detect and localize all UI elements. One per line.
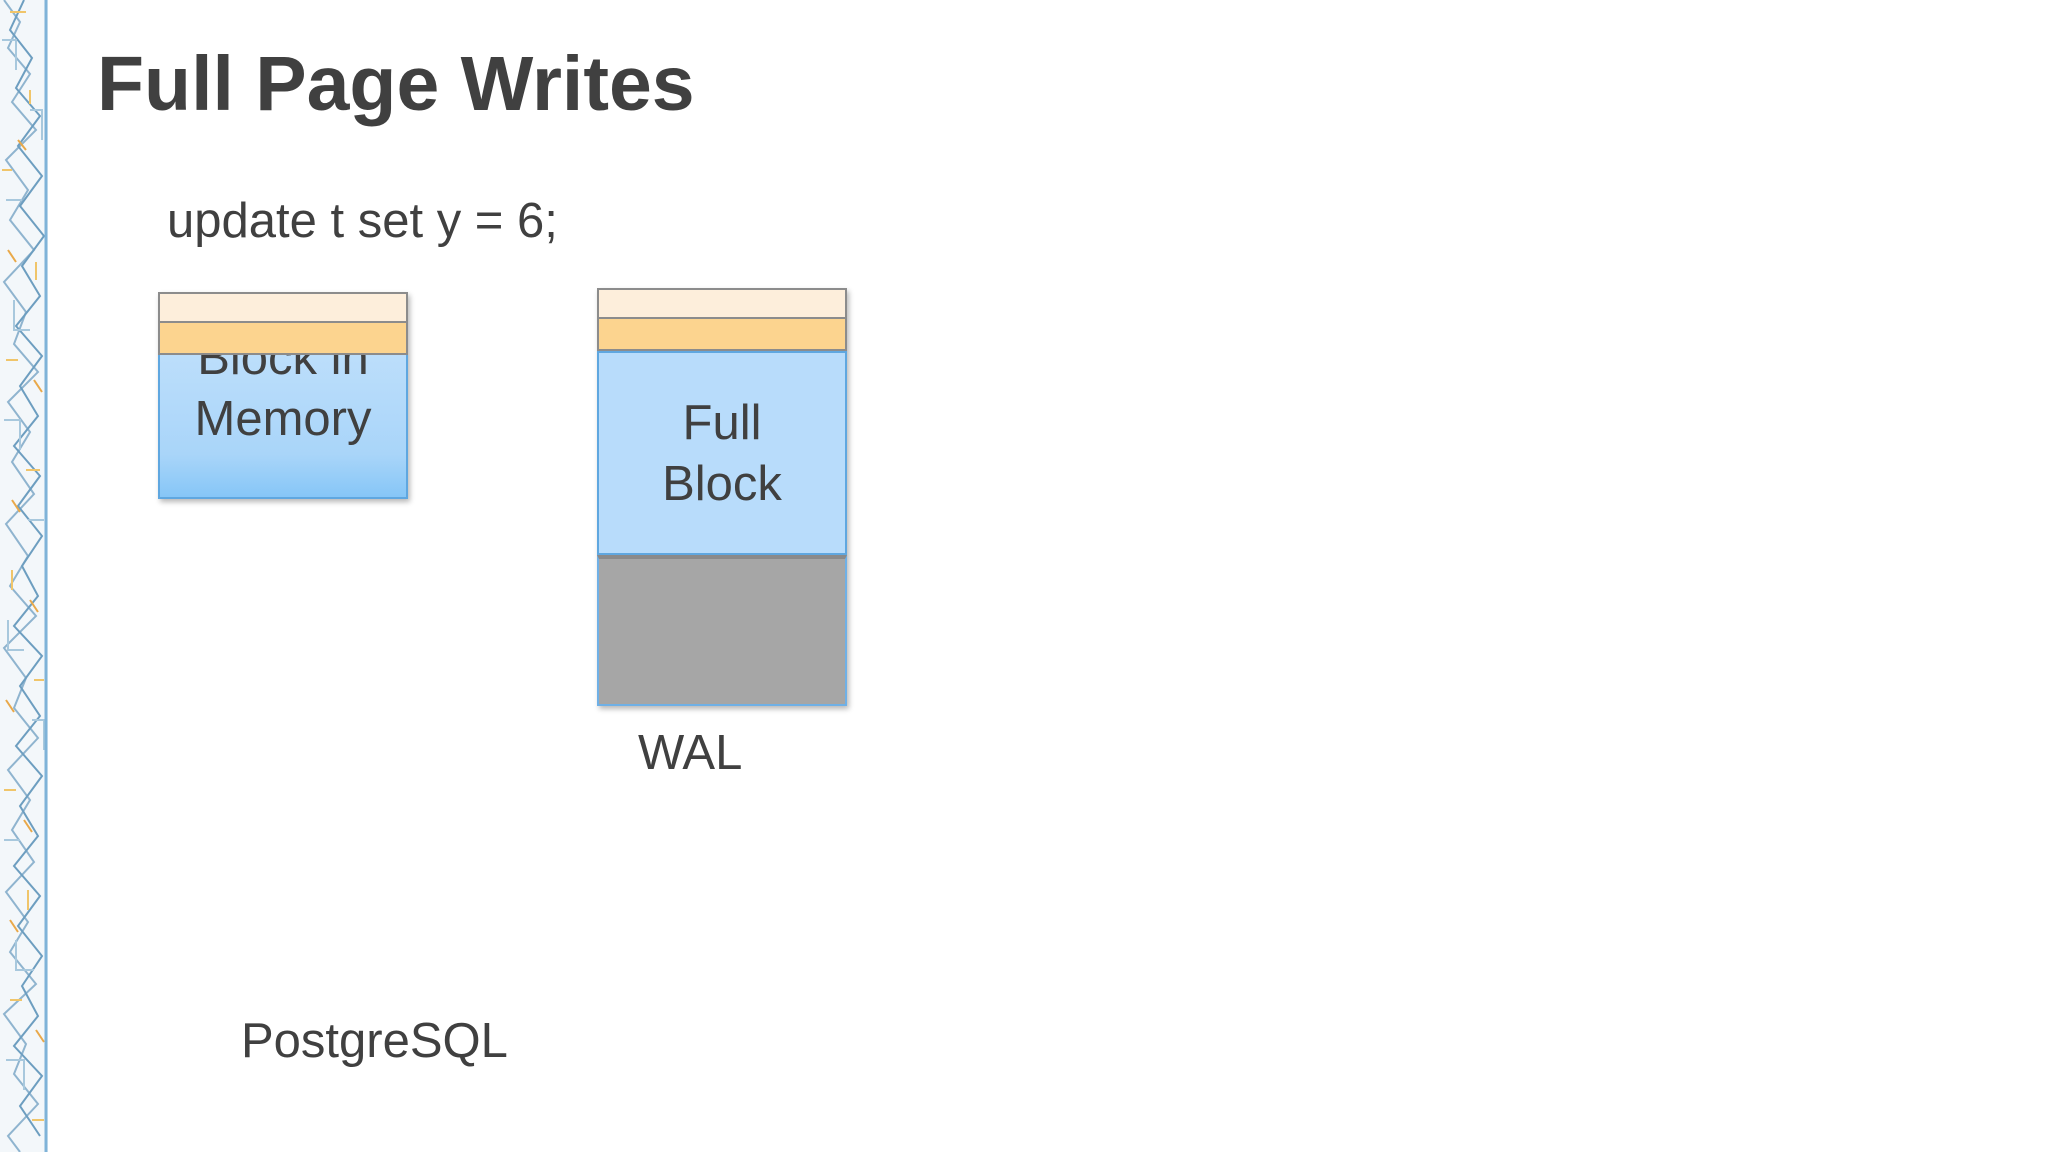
wal-label: WAL	[638, 726, 743, 780]
wal-full-block: Full Block	[597, 351, 847, 555]
decorative-left-border	[0, 0, 48, 1152]
memory-block-header-top	[158, 292, 408, 323]
memory-block-body	[158, 355, 408, 499]
memory-block: Block in Memory	[158, 292, 408, 499]
wal-remaining-space	[597, 555, 847, 706]
wal-full-block-label: Full Block	[662, 396, 782, 511]
circuit-pattern-icon	[2, 0, 48, 1152]
slide-title: Full Page Writes	[97, 41, 695, 127]
sql-command-text: update t set y = 6;	[167, 194, 558, 248]
wal-block-header-top	[597, 288, 847, 319]
memory-block-header-row	[158, 323, 408, 355]
postgresql-label: PostgreSQL	[241, 1014, 508, 1068]
wal-block-header-row	[597, 319, 847, 351]
wal-block: Full Block	[597, 288, 847, 706]
